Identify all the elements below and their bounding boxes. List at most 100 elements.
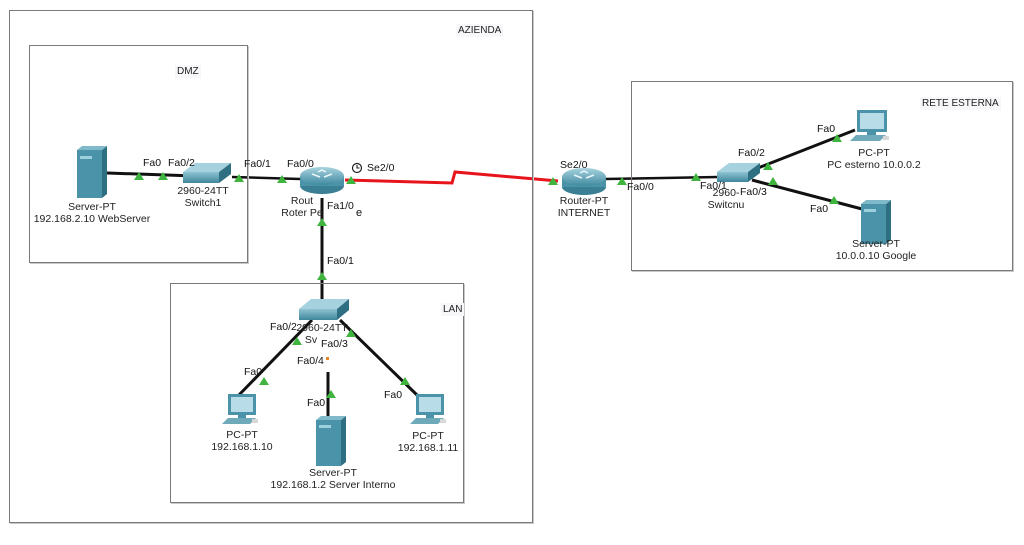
port-up-icon	[326, 390, 336, 398]
port-up-icon	[346, 176, 356, 184]
device-name: PC esterno 10.0.0.2	[827, 159, 921, 171]
link-serial-router-internet[interactable]	[344, 170, 559, 185]
router-pe-label: Rout Roter Pe	[281, 195, 322, 219]
pc-esterno-icon[interactable]	[850, 110, 889, 141]
area-rete-esterna-label: RETE ESTERNA	[920, 97, 1001, 110]
link-switch1-router[interactable]	[231, 175, 301, 181]
port-up-icon	[691, 173, 701, 181]
port-up-icon	[763, 162, 773, 170]
router-internet-label: Router-PT INTERNET	[558, 195, 611, 219]
port-label: Fa0/1	[700, 180, 727, 192]
pc-lan2-icon[interactable]	[410, 394, 446, 424]
link-webserver-switch1[interactable]	[106, 171, 196, 178]
router-pe-icon[interactable]	[300, 167, 344, 194]
port-label: Fa0/1	[327, 255, 354, 267]
pc-lan1-label: PC-PT 192.168.1.10	[211, 429, 272, 453]
area-lan[interactable]	[170, 283, 464, 503]
port-up-icon	[548, 177, 558, 185]
port-up-icon	[292, 337, 302, 345]
port-up-icon	[158, 172, 168, 180]
port-label: Fa0	[817, 123, 836, 135]
server-google-label: Server-PT 10.0.0.10 Google	[836, 238, 917, 262]
clock-icon	[351, 162, 363, 174]
device-type: Rout	[290, 195, 314, 207]
port-up-icon	[259, 377, 269, 385]
device-type: Server-PT	[852, 238, 900, 250]
switch-ext-label: 2960- Switcnu	[708, 187, 745, 211]
server-interno-label: Server-PT 192.168.1.2 Server Interno	[271, 467, 396, 491]
device-type: Server-PT	[68, 201, 116, 213]
device-type: Router-PT	[559, 195, 609, 207]
port-label: Fa0	[307, 397, 326, 409]
device-name: 192.168.2.10 WebServer	[33, 213, 151, 225]
port-up-icon	[317, 218, 327, 226]
webserver-label: Server-PT 192.168.2.10 WebServer	[34, 201, 151, 225]
port-label: Fa0	[244, 366, 263, 378]
port-label: Fa0/4	[297, 355, 324, 367]
device-type: 2960-24TT	[296, 322, 348, 334]
area-rete-esterna[interactable]	[631, 81, 1013, 271]
device-type: Server-PT	[309, 467, 357, 479]
device-name: Roter Pe	[281, 207, 323, 219]
port-label: Fa0/0	[627, 181, 654, 193]
device-name: INTERNET	[557, 207, 611, 219]
port-up-icon	[832, 134, 842, 142]
port-label: Fa0/3	[740, 186, 767, 198]
port-label: Se2/0	[367, 162, 395, 174]
router-internet-icon[interactable]	[562, 168, 606, 195]
switch-ext-icon[interactable]	[717, 163, 760, 182]
switch1-icon[interactable]	[183, 163, 231, 183]
port-up-icon	[277, 175, 287, 183]
port-label: Fa0	[384, 389, 403, 401]
switch-lan-label: 2960-24TT Sv	[296, 322, 347, 346]
area-azienda-label: AZIENDA	[456, 24, 504, 37]
link-switchext-pcext[interactable]	[757, 128, 856, 170]
switch1-label: 2960-24TT Switch1	[177, 185, 228, 209]
device-type: 2960-24TT	[177, 185, 229, 197]
pc-lan1-icon[interactable]	[222, 394, 258, 424]
port-label: Fa0/2	[168, 157, 195, 169]
device-name: Switch1	[184, 197, 222, 209]
area-dmz[interactable]	[29, 45, 248, 263]
port-label: Fa0	[810, 203, 829, 215]
port-up-icon	[829, 196, 839, 204]
port-indicators	[134, 134, 842, 398]
port-label: Fa0/2	[270, 321, 297, 333]
area-dmz-label: DMZ	[175, 65, 201, 78]
port-up-icon	[234, 174, 244, 182]
device-name: 192.168.1.2 Server Interno	[270, 479, 396, 491]
router-pe-label-suffix: e	[356, 207, 363, 219]
device-type: PC-PT	[226, 429, 258, 441]
device-name: 10.0.0.10 Google	[835, 250, 917, 262]
area-lan-label: LAN	[441, 303, 465, 316]
pc-lan2-label: PC-PT 192.168.1.11	[398, 430, 459, 454]
port-up-icon	[768, 177, 778, 185]
port-up-icon	[317, 272, 327, 280]
port-label: Fa0/1	[244, 158, 271, 170]
port-label: Se2/0	[560, 159, 588, 171]
device-type: PC-PT	[858, 147, 890, 159]
port-up-icon	[134, 172, 144, 180]
device-name: 192.168.1.10	[211, 441, 273, 453]
pc-esterno-label: PC-PT PC esterno 10.0.0.2	[827, 147, 920, 171]
server-webserver-icon[interactable]	[77, 146, 107, 198]
port-orange-icon	[326, 357, 329, 360]
port-up-icon	[346, 329, 356, 337]
device-name: 192.168.1.11	[397, 442, 459, 454]
port-label: Fa1/0	[327, 200, 354, 212]
device-type: PC-PT	[412, 430, 444, 442]
device-name: Sv	[304, 334, 318, 346]
area-azienda[interactable]	[9, 10, 533, 523]
device-name: Switcnu	[707, 199, 745, 211]
device-type: 2960-	[712, 187, 740, 199]
server-interno-icon[interactable]	[316, 416, 346, 466]
server-google-icon[interactable]	[861, 200, 891, 244]
port-label: Fa0	[143, 157, 162, 169]
port-label: Fa0/3	[321, 338, 348, 350]
link-switchlan-pc1[interactable]	[235, 318, 314, 399]
switch-lan-icon[interactable]	[299, 299, 349, 320]
port-label: Fa0/0	[287, 158, 314, 170]
port-label: Fa0/2	[738, 147, 765, 159]
port-up-icon	[400, 377, 410, 385]
